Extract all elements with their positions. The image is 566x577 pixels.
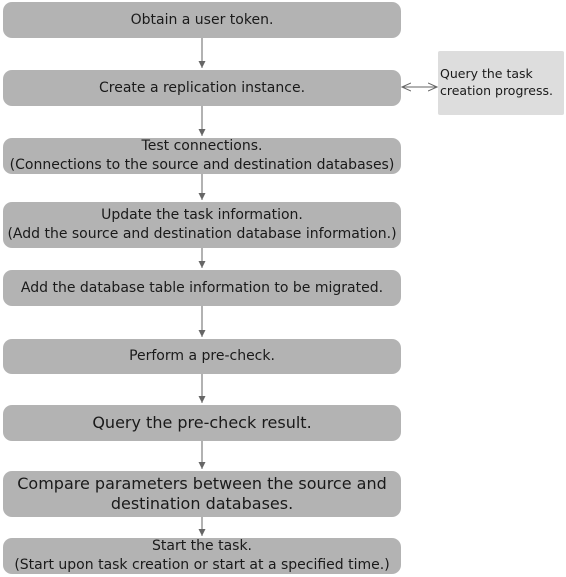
side-note-query-progress: Query the task creation progress.	[438, 51, 564, 115]
side-note-line-1: Query the task	[440, 66, 533, 81]
step-label: Query the pre-check result.	[92, 413, 312, 432]
step-add-table-info: Add the database table information to be…	[3, 270, 401, 306]
step-label: Start the task.	[152, 538, 252, 554]
step-sublabel: (Start upon task creation or start at a …	[14, 557, 390, 573]
step-label: Test connections.	[141, 138, 263, 154]
step-sublabel: (Connections to the source and destinati…	[9, 157, 395, 173]
side-note-line-2: creation progress.	[440, 83, 553, 98]
step-test-connections: Test connections. (Connections to the so…	[3, 138, 401, 174]
step-create-instance: Create a replication instance.	[3, 70, 401, 106]
step-label: Add the database table information to be…	[20, 279, 384, 296]
step-update-task-info: Update the task information. (Add the so…	[3, 202, 401, 248]
step-label: Create a replication instance.	[98, 79, 306, 96]
step-pre-check: Perform a pre-check.	[3, 339, 401, 374]
step-query-pre-check: Query the pre-check result.	[3, 405, 401, 441]
step-label: Compare parameters between the source an…	[17, 474, 387, 493]
step-sublabel: (Add the source and destination database…	[7, 226, 397, 242]
step-label: Obtain a user token.	[130, 11, 274, 28]
step-label: Update the task information.	[101, 207, 303, 223]
step-start-task: Start the task. (Start upon task creatio…	[3, 538, 401, 574]
step-label-line-2: destination databases.	[110, 494, 294, 513]
step-label: Perform a pre-check.	[129, 348, 275, 364]
step-obtain-token: Obtain a user token.	[3, 2, 401, 38]
step-compare-params: Compare parameters between the source an…	[3, 471, 401, 517]
